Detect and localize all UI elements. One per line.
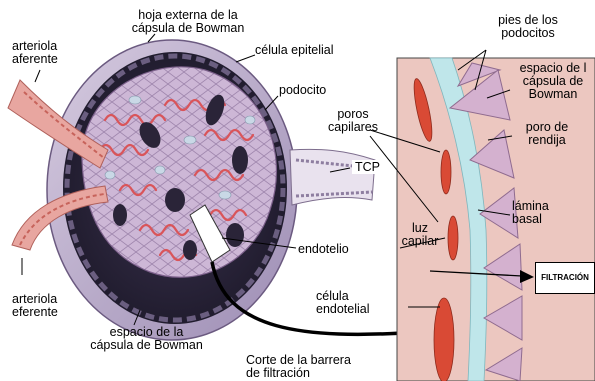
label-barrier-cut: Corte de la barrera de filtración bbox=[246, 354, 351, 380]
label-efferent-arteriole: arteriola eferente bbox=[12, 293, 58, 319]
label-line: eferente bbox=[12, 306, 58, 319]
label-bowman-outer-layer: hoja externa de la cápsula de Bowman bbox=[118, 9, 258, 35]
label-line: capilar bbox=[396, 235, 444, 248]
label-line: de filtración bbox=[246, 367, 351, 380]
label-capillary-lumen: luz capilar bbox=[396, 222, 444, 248]
label-line: aferente bbox=[12, 53, 58, 66]
label-line: podocitos bbox=[477, 27, 579, 40]
label-bowman-space: espacio de la cápsula de Bowman bbox=[84, 326, 209, 352]
label-line: basal bbox=[512, 213, 549, 226]
label-line: rendija bbox=[512, 134, 582, 147]
label-podocyte: podocito bbox=[279, 84, 326, 97]
filtration-box: FILTRACIÓN bbox=[535, 262, 595, 294]
label-line: cápsula de Bowman bbox=[84, 339, 209, 352]
label-bowman-space-inset: espacio de l cápsula de Bowman bbox=[511, 62, 595, 101]
label-tcp: TCP bbox=[355, 161, 380, 174]
label-basal-lamina: lámina basal bbox=[512, 200, 549, 226]
label-line: endotelial bbox=[316, 303, 370, 316]
label-epithelial-cell: célula epitelial bbox=[255, 44, 334, 57]
label-line: cápsula de Bowman bbox=[118, 22, 258, 35]
label-endothelium: endotelio bbox=[298, 243, 349, 256]
label-slit-pore: poro de rendija bbox=[512, 121, 582, 147]
label-capillary-pores: poros capilares bbox=[322, 108, 384, 134]
label-line: capilares bbox=[322, 121, 384, 134]
label-line: Bowman bbox=[511, 88, 595, 101]
proximal-tubule bbox=[290, 149, 375, 205]
label-podocyte-feet: pies de los podocitos bbox=[477, 14, 579, 40]
label-afferent-arteriole: arteriola aferente bbox=[12, 40, 58, 66]
label-endothelial-cell: célula endotelial bbox=[316, 290, 370, 316]
filtration-inset bbox=[397, 58, 595, 381]
glomerular-tuft bbox=[82, 67, 276, 277]
